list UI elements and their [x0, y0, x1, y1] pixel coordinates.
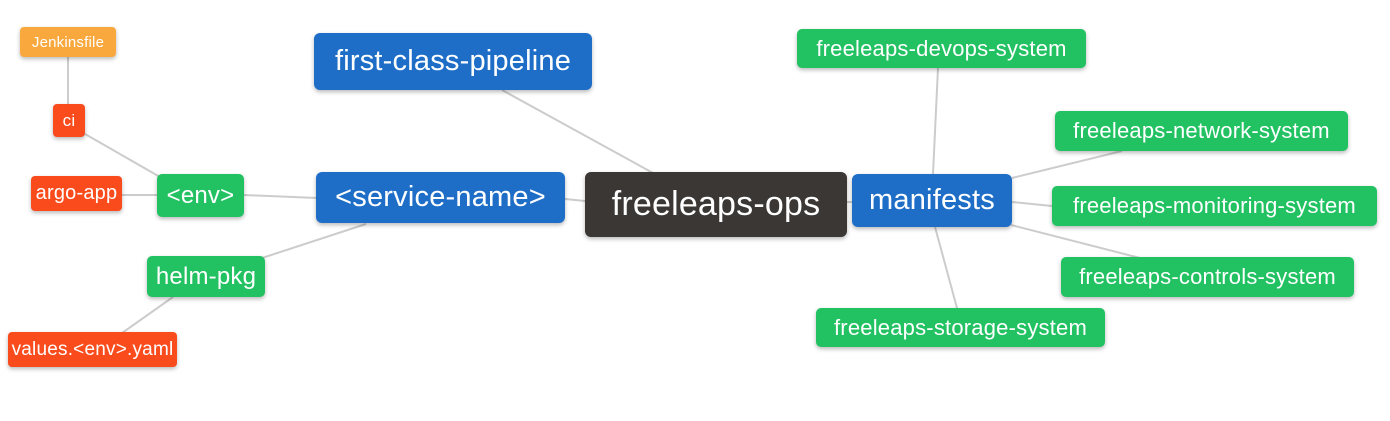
edge-service-name-freeleaps-ops	[564, 198, 586, 202]
edge-manifests-controls-system	[1010, 224, 1141, 259]
node-freeleaps-monitoring-system[interactable]: freeleaps-monitoring-system	[1052, 186, 1377, 226]
node-jenkinsfile[interactable]: Jenkinsfile	[20, 27, 116, 57]
edge-manifests-network-system	[1011, 150, 1123, 179]
node-values-env-yaml[interactable]: values.<env>.yaml	[8, 332, 177, 367]
edge-ci-env	[84, 133, 161, 178]
node-freeleaps-network-system[interactable]: freeleaps-network-system	[1055, 111, 1348, 151]
node-freeleaps-devops-system[interactable]: freeleaps-devops-system	[797, 29, 1086, 68]
edge-env-service-name	[243, 194, 318, 199]
node-helm-pkg[interactable]: helm-pkg	[147, 256, 265, 297]
node-env[interactable]: <env>	[157, 174, 244, 217]
node-service-name[interactable]: <service-name>	[316, 172, 565, 223]
node-freeleaps-storage-system[interactable]: freeleaps-storage-system	[816, 308, 1105, 347]
edge-manifests-storage-system	[934, 226, 958, 309]
node-freeleaps-ops-root[interactable]: freeleaps-ops	[585, 172, 847, 237]
node-first-class-pipeline[interactable]: first-class-pipeline	[314, 33, 592, 90]
edge-helm-pkg-service-name	[261, 223, 367, 259]
edge-values-env-yaml-helm-pkg	[121, 296, 174, 334]
node-argo-app[interactable]: argo-app	[31, 176, 122, 211]
node-manifests[interactable]: manifests	[852, 174, 1012, 227]
edge-first-class-pipeline-freeleaps-ops	[501, 89, 654, 174]
node-freeleaps-controls-system[interactable]: freeleaps-controls-system	[1061, 257, 1354, 297]
node-ci[interactable]: ci	[53, 104, 85, 137]
edge-manifests-monitoring-system	[1011, 201, 1053, 207]
edge-manifests-devops-system	[932, 67, 939, 175]
